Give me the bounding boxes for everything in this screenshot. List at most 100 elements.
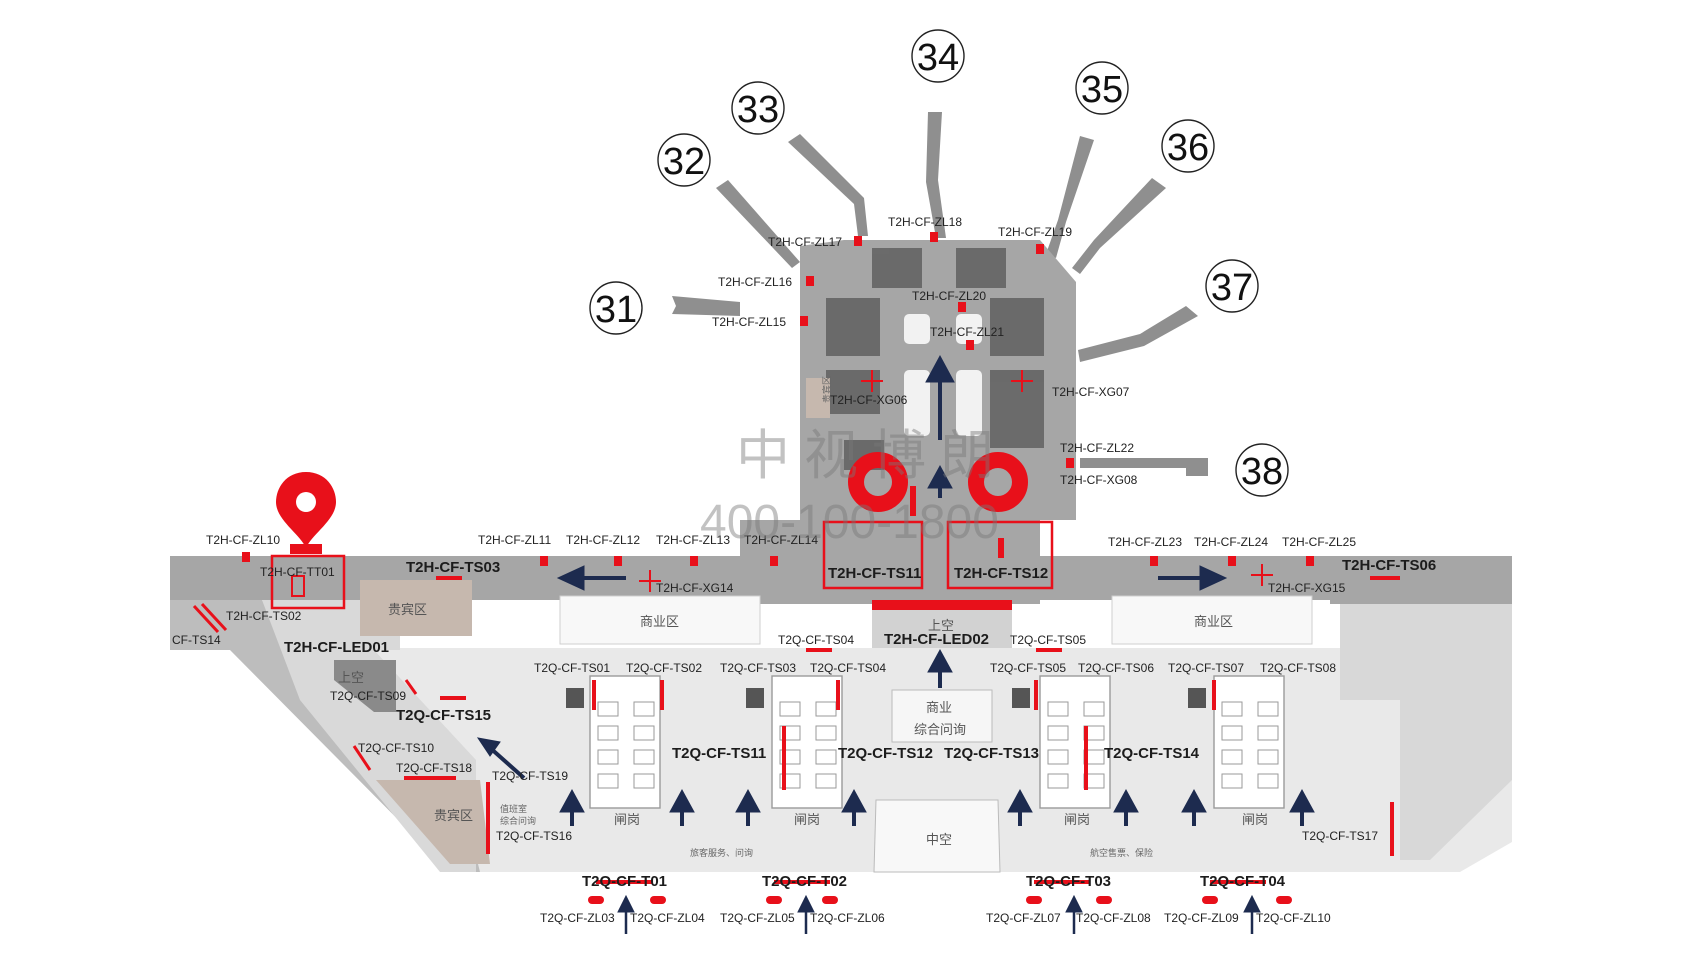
- arrow-up-icon: [925, 354, 955, 440]
- frame-ts11: [822, 520, 924, 590]
- ad-label-major: T2H-CF-TS12: [954, 565, 1048, 582]
- ad-label: T2H-CF-XG15: [1268, 581, 1346, 595]
- bridge-37: [1078, 306, 1198, 362]
- ad-label-major: T2H-CF-TS11: [828, 565, 921, 582]
- bridge-36: [1072, 178, 1166, 274]
- ad-label: T2H-CF-ZL14: [744, 533, 818, 547]
- ad-label: T2Q-CF-TS05: [990, 661, 1066, 675]
- arrow-up-icon: [1007, 788, 1033, 826]
- zone-label: 中空: [926, 833, 952, 848]
- ad-label-major: T2Q-CF-TS13: [944, 745, 1039, 762]
- arrow-up-icon: [927, 464, 953, 498]
- gate-number: 35: [1081, 69, 1123, 111]
- ad-label: T2Q-CF-TS04: [778, 633, 854, 647]
- zone-label: 上空: [928, 619, 954, 634]
- ad-label: T2Q-CF-TS05: [1010, 633, 1086, 647]
- ring-markers: [848, 452, 1028, 512]
- arrow-up-icon: [1289, 788, 1315, 826]
- ad-label: T2H-CF-ZL16: [718, 275, 792, 289]
- gate-number: 37: [1211, 267, 1253, 309]
- arrow-up-icon: [1181, 788, 1207, 826]
- bridge-35: [1046, 136, 1094, 258]
- ad-label: T2H-CF-ZL24: [1194, 535, 1268, 549]
- zone-label: 商业区: [640, 615, 679, 630]
- gate-number: 38: [1241, 451, 1283, 493]
- watermark-phone: 400-100-1800: [700, 496, 999, 549]
- bridge-38: [1080, 458, 1208, 476]
- cross-markers: [639, 370, 1273, 592]
- void-left: [334, 660, 396, 712]
- arrow-up-icon: [559, 788, 585, 826]
- frame-tt01: [270, 554, 346, 610]
- ad-label: T2Q-CF-TS16: [496, 829, 572, 843]
- pier-islands: [904, 314, 982, 436]
- arrow-up-icon: [841, 788, 867, 826]
- ad-label: T2Q-CF-ZL03: [540, 911, 615, 925]
- ground-stands: [588, 896, 1292, 904]
- arrow-up-icon: [1243, 894, 1261, 934]
- vip-room-pier-label: 贵宾区: [821, 376, 833, 403]
- ad-label-major: T2Q-CF-T04: [1200, 873, 1286, 890]
- vip-room-1: [360, 580, 472, 636]
- arrow-diag-icon: [476, 737, 526, 780]
- direction-arrows: [476, 354, 1315, 934]
- ad-panels: [242, 232, 1400, 884]
- zone-label: 商业: [926, 701, 952, 716]
- connector: [740, 520, 1040, 604]
- ad-label: T2Q-CF-TS19: [492, 769, 568, 783]
- ad-label: T2H-CF-ZL15: [712, 315, 786, 329]
- bridge-34: [926, 112, 946, 238]
- ad-label-major: T2Q-CF-T03: [1026, 873, 1111, 890]
- ad-label: T2H-CF-XG07: [1052, 385, 1130, 399]
- ad-label: T2H-CF-ZL12: [566, 533, 640, 547]
- jet-bridges: [672, 112, 1208, 476]
- ad-label: T2H-CF-XG14: [656, 581, 734, 595]
- ad-label: T2H-CF-TS02: [226, 609, 302, 623]
- ad-label: T2Q-CF-ZL10: [1256, 911, 1331, 925]
- hall-labels: T2Q-CF-TS04 T2Q-CF-TS05 T2Q-CF-TS01 T2Q-…: [330, 633, 1378, 925]
- ad-label-major: T2H-CF-TS03: [406, 559, 500, 576]
- vip-room-pier: [806, 378, 830, 418]
- zone-label: 商业区: [1194, 615, 1233, 630]
- ad-label-major: T2H-CF-LED02: [884, 631, 989, 648]
- ad-label: T2Q-CF-TS04: [810, 661, 886, 675]
- zone-label: 综合问询: [914, 723, 966, 738]
- ad-label-major: T2Q-CF-T02: [762, 873, 847, 890]
- ad-label: T2H-CF-ZL18: [888, 215, 962, 229]
- commercial-zone-2: [1111, 595, 1313, 645]
- bridge-33: [788, 134, 868, 236]
- zone-label: 闸岗: [1064, 813, 1090, 828]
- ad-label: T2Q-CF-TS08: [1260, 661, 1336, 675]
- major-labels: T2H-CF-TS03 T2H-CF-TS06 T2H-CF-TS11 T2H-…: [284, 557, 1436, 890]
- counter-label: 值班室: [500, 803, 527, 815]
- counter-label: 旅客服务、问询: [690, 847, 753, 859]
- ad-label: T2H-CF-TT01: [260, 565, 335, 579]
- ad-label: T2Q-CF-TS01: [534, 661, 610, 675]
- ad-label: T2Q-CF-TS06: [1078, 661, 1154, 675]
- ad-label: T2Q-CF-ZL09: [1164, 911, 1239, 925]
- location-pin-icon: [276, 472, 336, 554]
- ad-label: T2H-CF-ZL20: [912, 289, 986, 303]
- seating-blocks: [826, 248, 1044, 470]
- ad-label: T2H-CF-XG06: [830, 393, 908, 407]
- zone-label: 上空: [338, 671, 364, 686]
- arrow-left-icon: [556, 565, 626, 591]
- gate-number: 33: [737, 89, 779, 131]
- ad-label-major: T2Q-CF-TS11: [672, 745, 766, 762]
- arrow-up-icon: [797, 894, 815, 934]
- zone-labels: 贵宾区 贵宾区 商业区 商业区 上空 上空 商业 综合问询 中空 闸岗 闸岗 闸…: [338, 602, 1268, 859]
- counter-label: 航空售票、保险: [1090, 847, 1153, 859]
- ad-label: T2Q-CF-ZL05: [720, 911, 795, 925]
- frame-tt01-inner: [291, 575, 305, 597]
- ad-label-major: T2Q-CF-TS14: [1104, 745, 1200, 762]
- arrow-up-icon: [1065, 894, 1083, 934]
- ad-label: T2Q-CF-TS18: [396, 761, 472, 775]
- vip-room-2: [376, 780, 490, 864]
- ad-label-major: T2H-CF-LED01: [284, 639, 389, 656]
- ad-label-major: T2Q-CF-TS15: [396, 707, 491, 724]
- ad-label: T2H-CF-ZL13: [656, 533, 730, 547]
- ad-label: T2Q-CF-ZL04: [630, 911, 705, 925]
- arrow-up-icon: [669, 788, 695, 826]
- ad-label: T2H-CF-ZL17: [768, 235, 842, 249]
